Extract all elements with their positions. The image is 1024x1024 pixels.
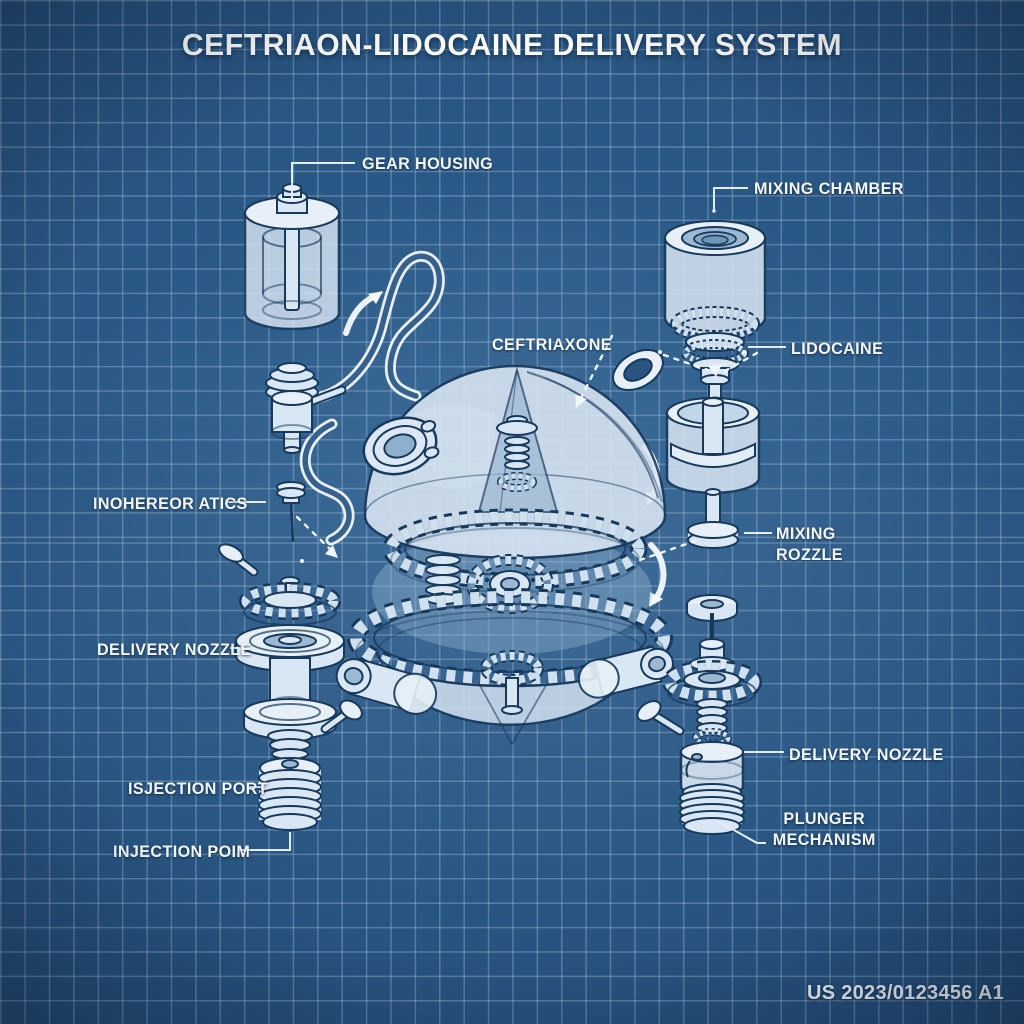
label-gear-housing: GEAR HOUSING [362, 154, 494, 173]
label-delivery-nozzle-right: DELIVERY NOZZLE [789, 745, 944, 764]
label-lidocaine: LIDOCAINE [791, 339, 884, 358]
mixing-cup-part [665, 397, 761, 549]
gear-housing-part [243, 183, 341, 331]
label-ceftriaxone: CEFTRIAXONE [492, 335, 612, 354]
small-screw-right [636, 700, 685, 736]
label-plunger-mechanism: PLUNGER MECHANISM [772, 809, 876, 849]
label-mixing-rozzle: MIXING ROZZLE [776, 524, 843, 564]
mixing-chamber-part [663, 220, 767, 342]
tube-sketch-left [299, 418, 355, 546]
label-mixing-chamber: MIXING CHAMBER [754, 179, 904, 198]
injection-port-part [258, 757, 322, 831]
valve-part-left [265, 362, 347, 454]
page-title: CEFTRIAON-LIDOCAINE DELIVERY SYSTEM [181, 27, 843, 62]
plunger-stack-part [662, 594, 762, 748]
label-isjection-port: ISJECTION PORT [128, 779, 268, 798]
small-screw-left [218, 543, 259, 577]
needle-valve-part [276, 481, 306, 543]
patent-number: US 2023/0123456 A1 [806, 982, 1004, 1004]
label-inohereoratics: INOHEREOR ATICS [93, 494, 248, 513]
label-delivery-nozzle-left: DELIVERY NOZZLE [97, 640, 252, 659]
central-sphere-assembly [335, 364, 674, 746]
label-injection-poim: INJECTION POIM [113, 842, 251, 861]
plunger-bellows-part [679, 789, 745, 835]
